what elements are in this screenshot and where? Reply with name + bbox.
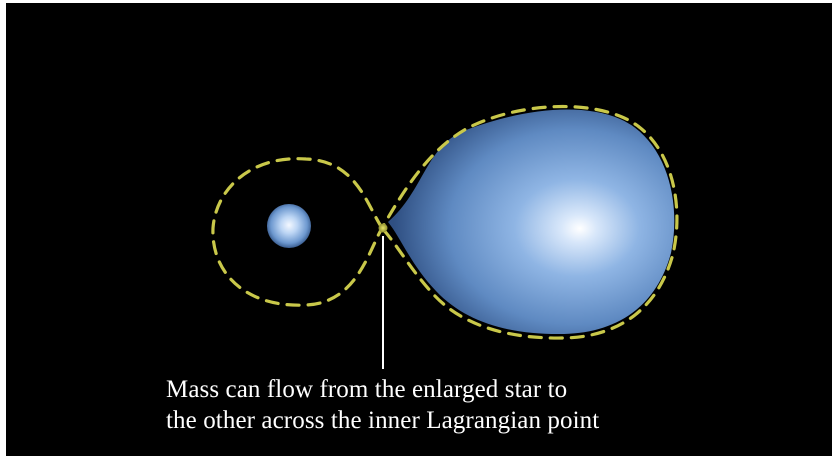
inner-lagrangian-point — [378, 223, 388, 233]
caption-line-1: Mass can flow from the enlarged star to — [166, 376, 568, 403]
binary-star-diagram — [211, 104, 679, 369]
small-star — [267, 204, 311, 248]
enlarged-star — [388, 109, 675, 335]
roche-lobe-outline — [211, 104, 679, 340]
caption-line-2: the other across the inner Lagrangian po… — [166, 407, 600, 434]
diagram-panel: Mass can flow from the enlarged star to … — [6, 3, 832, 456]
diagram-caption: Mass can flow from the enlarged star to … — [166, 374, 806, 436]
